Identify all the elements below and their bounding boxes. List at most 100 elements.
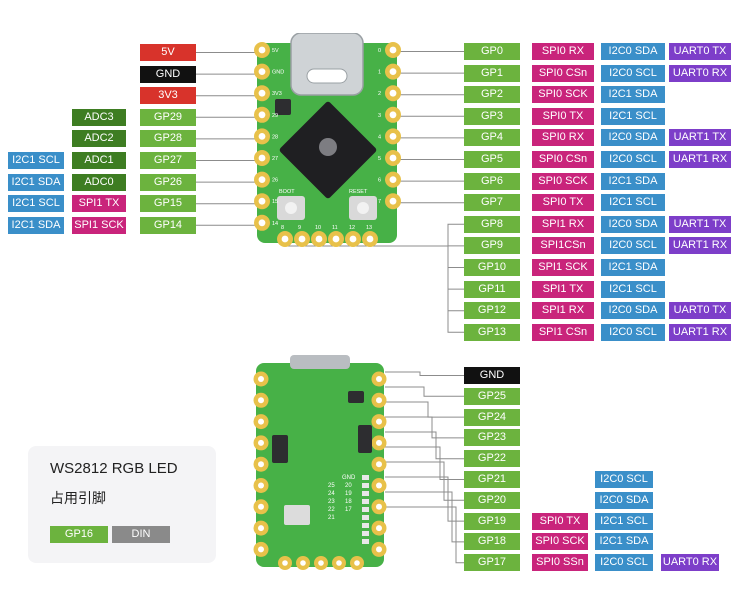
regulator-chip xyxy=(272,435,288,463)
pad-hole xyxy=(258,46,266,54)
pin-label-gp: GP9 xyxy=(464,237,520,255)
pin-label-i2c: I2C1 SDA xyxy=(601,86,665,104)
pin-label-spi: SPI1 TX xyxy=(532,280,594,298)
pin-label-uart: UART0 RX xyxy=(669,64,731,82)
pin-label-i2c: I2C1 SDA xyxy=(601,259,665,276)
legend-title: WS2812 RGB LED xyxy=(50,460,178,477)
pin-label-gp: GP12 xyxy=(464,302,520,320)
pad-hole xyxy=(258,154,266,162)
connector-line xyxy=(385,401,464,418)
button-cap xyxy=(357,202,369,214)
pin-label-gnd: GND xyxy=(464,367,520,384)
usb-c-connector xyxy=(290,355,350,369)
silk-label: 11 xyxy=(332,225,338,231)
pin-label-gp: GP26 xyxy=(140,173,196,191)
pin-label-gp: GP5 xyxy=(464,151,520,168)
connector-line xyxy=(385,386,464,397)
pin-label-uart: UART1 RX xyxy=(669,237,731,255)
ws2812-led xyxy=(348,391,364,403)
pin-label-spi: SPI0 SCK xyxy=(532,86,594,104)
pin-label-spi: SPI0 SCK xyxy=(532,533,588,551)
button-cap xyxy=(285,202,297,214)
pin-label-i2c: I2C0 SDA xyxy=(601,129,665,147)
usb-c-opening xyxy=(306,68,348,84)
pin-label-gp: GP20 xyxy=(464,491,520,509)
pin-label-spi: SPI1 RX xyxy=(532,302,594,320)
silk-pin-number: 20 xyxy=(345,483,352,489)
pad-hole xyxy=(336,560,342,566)
pad-hole xyxy=(389,46,397,54)
connector-line xyxy=(385,506,464,564)
pad-hole xyxy=(376,439,382,446)
pin-label-uart: UART1 TX xyxy=(669,129,731,147)
pad-hole xyxy=(258,503,264,510)
pad-hole xyxy=(258,197,266,205)
pad-hole xyxy=(389,197,397,205)
silk-label: 4 xyxy=(378,134,381,140)
pin-label-i2c: I2C1 SDA xyxy=(601,172,665,190)
pin-label-spi: SPI1CSn xyxy=(532,237,594,255)
legend-subtitle: 占用引脚 xyxy=(50,490,106,506)
pin-label-spi: SPI1 CSn xyxy=(532,323,594,341)
pin-label-gp: GP29 xyxy=(140,108,196,126)
pin-label-gp: GP28 xyxy=(140,130,196,148)
pin-label-adc: ADC1 xyxy=(72,152,126,169)
pad-hole xyxy=(376,503,382,510)
silk-label: 28 xyxy=(272,134,278,140)
pad-hole xyxy=(318,560,324,566)
pin-label-i2c: I2C0 SDA xyxy=(595,491,653,509)
silk-label: 26 xyxy=(272,178,278,184)
pin-label-gp: GP21 xyxy=(464,471,520,488)
test-pad xyxy=(362,499,369,504)
pad-hole xyxy=(258,176,266,184)
pin-label-gp: GP25 xyxy=(464,387,520,405)
pin-label-gp: GP17 xyxy=(464,554,520,572)
silk-label: 6 xyxy=(378,178,381,184)
pin-label-i2c: I2C1 SCL xyxy=(601,280,665,298)
pin-label-i2c: I2C0 SCL xyxy=(601,151,665,168)
crystal xyxy=(284,505,310,525)
silk-pin-number: 18 xyxy=(345,499,352,505)
silk-pin-number: 24 xyxy=(328,491,335,497)
silk-label: 3V3 xyxy=(272,91,282,97)
pin-label-spi: SPI0 CSn xyxy=(532,64,594,82)
pin-label-i2c: I2C1 SCL xyxy=(595,512,653,530)
silk-gnd-label: GND xyxy=(342,475,356,481)
pin-label-i2c: I2C0 SCL xyxy=(601,323,665,341)
pad-hole xyxy=(281,235,289,243)
pin-label-i2c: I2C1 SDA xyxy=(8,216,64,234)
silk-label: 14 xyxy=(272,221,278,227)
pad-hole xyxy=(300,560,306,566)
pin-label-uart: UART0 TX xyxy=(669,302,731,320)
pad-hole xyxy=(282,560,288,566)
pad-hole xyxy=(258,133,266,140)
pin-label-gp: GP23 xyxy=(464,429,520,447)
pin-label-i2c: I2C0 SCL xyxy=(601,237,665,255)
pad-hole xyxy=(258,461,264,468)
silk-label: 27 xyxy=(272,156,278,162)
silk-label: 5V xyxy=(272,48,279,54)
pad-hole xyxy=(376,418,382,425)
test-pad xyxy=(362,475,369,480)
pad-hole xyxy=(376,376,382,382)
silk-pin-number: 23 xyxy=(328,499,335,505)
ws2812-legend-card: WS2812 RGB LED 占用引脚 GP16 DIN xyxy=(28,446,216,563)
pin-label-i2c: I2C0 SCL xyxy=(595,471,653,488)
pad-hole xyxy=(258,439,264,446)
connector-line xyxy=(385,461,464,501)
pin-label-spi: SPI1 SCK xyxy=(532,259,594,276)
connector-line xyxy=(385,491,464,543)
pin-label-i2c: I2C1 SDA xyxy=(8,173,64,191)
raspberry-logo-icon xyxy=(319,138,337,156)
pad-hole xyxy=(332,235,340,243)
silk-label: 7 xyxy=(378,199,381,205)
pad-hole xyxy=(298,235,306,243)
pin-label-gp: GP10 xyxy=(464,259,520,276)
pad-hole xyxy=(376,525,382,532)
silk-pin-number: 17 xyxy=(345,507,352,513)
pin-label-i2c: I2C1 SCL xyxy=(601,107,665,125)
pin-label-spi: SPI0 SSn xyxy=(532,554,588,572)
pad-hole xyxy=(389,133,397,140)
